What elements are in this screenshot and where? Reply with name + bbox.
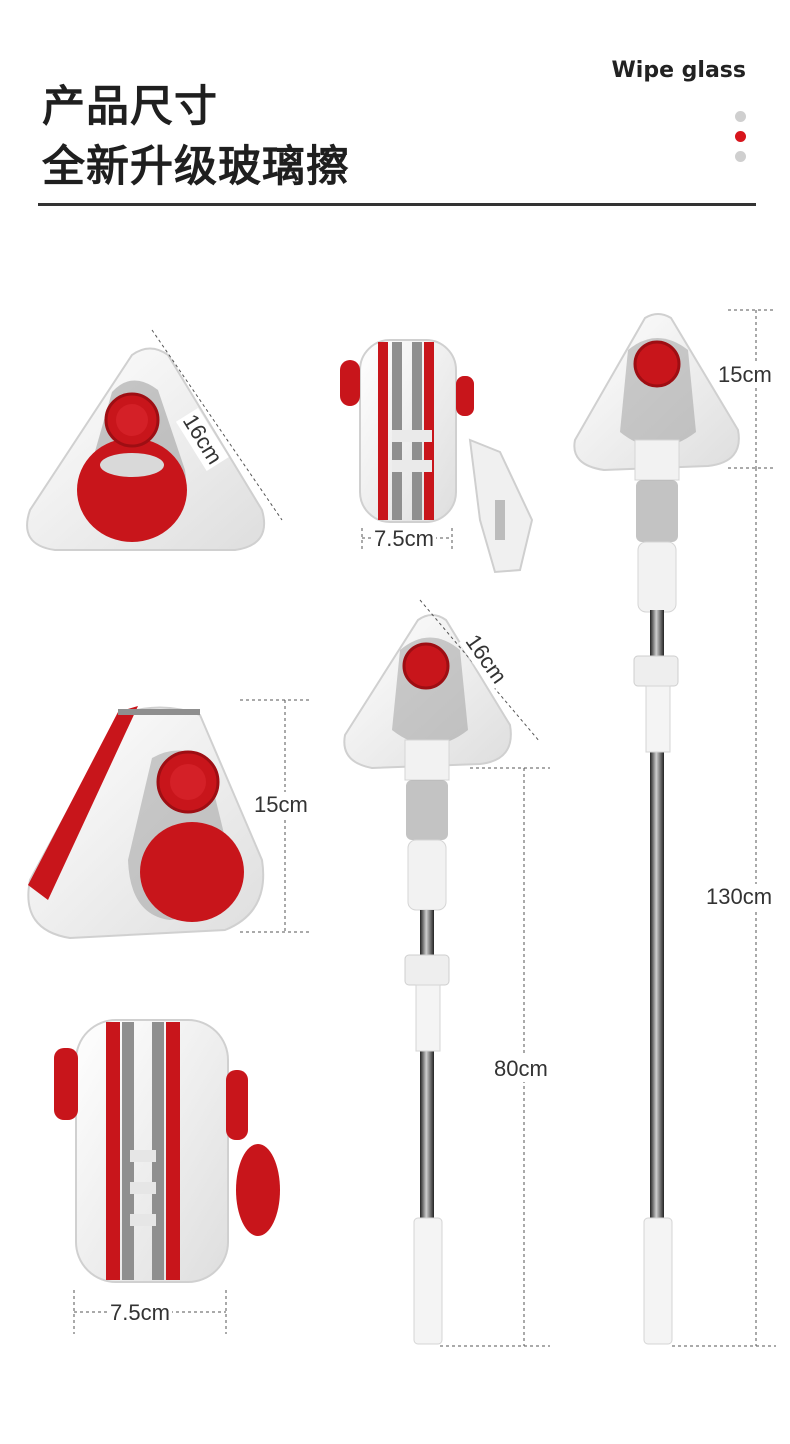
page-subtitle: 全新升级玻璃擦 [42, 142, 350, 192]
dim-label-pole-head-height: 15cm [716, 362, 774, 388]
wiper-head-front-view [26, 347, 266, 551]
pager-dot-1[interactable] [735, 111, 746, 122]
wiper-with-long-pole [573, 313, 740, 1345]
dim-label-pole-short: 80cm [492, 1056, 550, 1082]
wiper-head-angled-view [27, 706, 265, 940]
brand-label: Wipe glass [611, 58, 746, 83]
dim-label-pole-long: 130cm [704, 884, 775, 910]
pager-dot-3[interactable] [735, 151, 746, 162]
dim-label-side-width-bottom: 7.5cm [108, 1300, 172, 1326]
dim-label-head-height: 15cm [252, 792, 310, 818]
pager-dot-2[interactable] [735, 131, 746, 142]
dim-line-head-diag [151, 329, 283, 521]
page-title: 产品尺寸 [42, 82, 218, 132]
wiper-side-view [54, 1019, 280, 1283]
wiper-with-short-pole [343, 614, 512, 1345]
wiper-side-view-with-joint [340, 339, 534, 574]
header-divider [38, 203, 756, 206]
dim-label-side-width-top: 7.5cm [372, 526, 436, 552]
